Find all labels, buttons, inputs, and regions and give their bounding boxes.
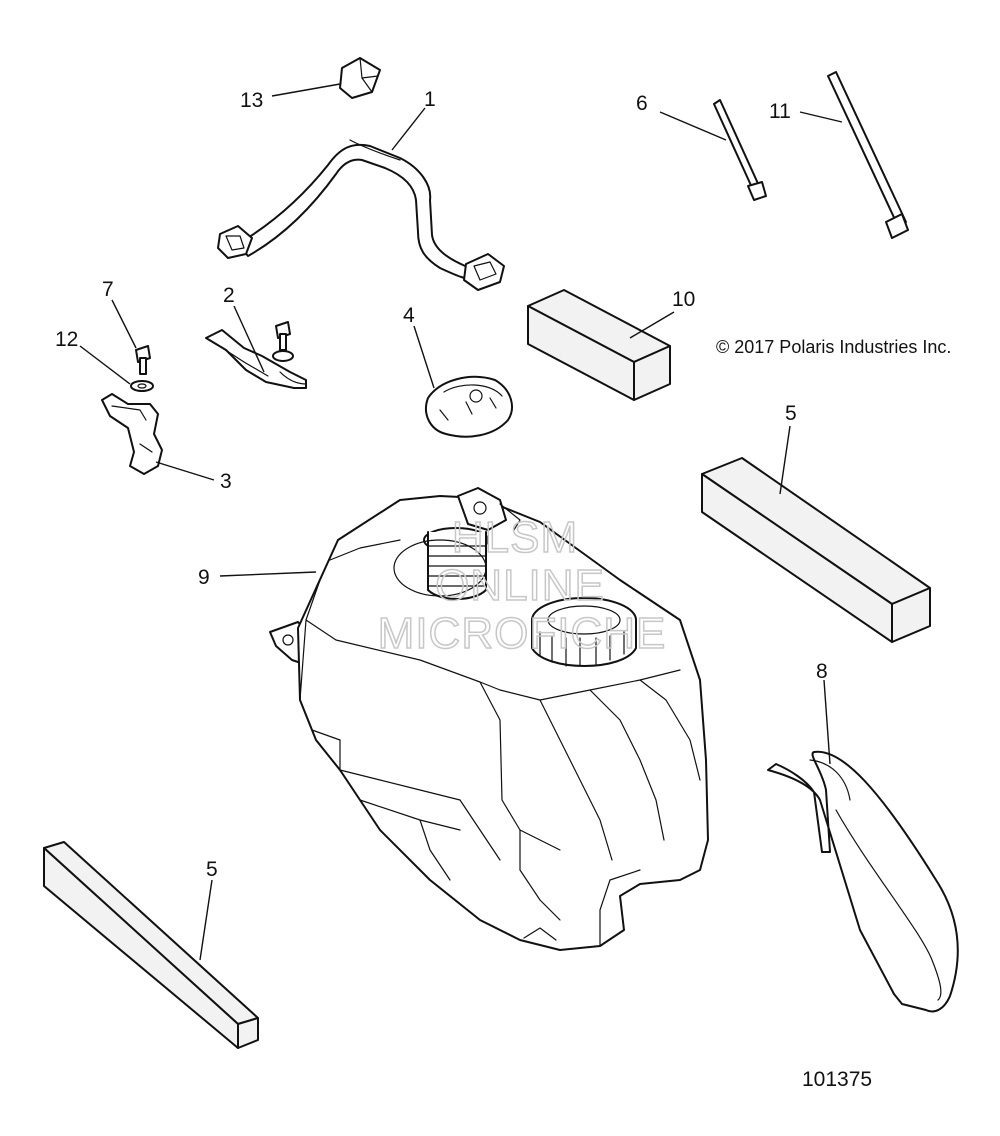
callout-11: 11 xyxy=(769,100,791,123)
part-9-fuel-tank xyxy=(269,487,709,951)
leader-5a xyxy=(779,425,791,495)
part-8-loop-hose xyxy=(767,750,959,1013)
part-4-fuel-cap xyxy=(425,375,513,438)
part-13-clip xyxy=(339,57,381,99)
leader-3 xyxy=(155,461,215,481)
part-11-strap xyxy=(827,71,909,239)
callout-2: 2 xyxy=(223,284,235,307)
leader-5b xyxy=(199,879,213,961)
leader-10 xyxy=(629,311,675,339)
part-10-foam-block xyxy=(527,289,671,401)
watermark: HLSM ONLINE MICROFICHE xyxy=(377,512,667,659)
callout-5-upper: 5 xyxy=(785,402,797,425)
callout-3: 3 xyxy=(220,470,232,493)
callout-9: 9 xyxy=(198,566,210,589)
watermark-line-3: MICROFICHE xyxy=(378,609,667,658)
leader-lines xyxy=(79,83,843,961)
part-5-foam-block-lower xyxy=(43,841,259,1049)
watermark-line-1: HLSM xyxy=(452,513,578,562)
leader-1 xyxy=(391,107,426,151)
leader-9 xyxy=(219,571,317,577)
leader-12 xyxy=(79,345,131,385)
callout-1: 1 xyxy=(424,88,436,111)
part-2-bracket xyxy=(205,329,307,389)
part-3-bracket xyxy=(101,393,163,475)
watermark-line-2: ONLINE xyxy=(435,561,605,610)
callout-4: 4 xyxy=(403,304,415,327)
callout-6: 6 xyxy=(636,92,648,115)
part-12-washer xyxy=(130,380,154,392)
leader-11 xyxy=(799,111,843,123)
part-5-foam-block-upper xyxy=(701,457,931,643)
leader-4 xyxy=(413,325,435,389)
bolt-near-part-2 xyxy=(272,321,294,362)
leader-13 xyxy=(271,83,341,97)
part-7-bolt xyxy=(135,345,151,375)
leader-6 xyxy=(659,111,727,141)
drawing-number: 101375 xyxy=(802,1068,872,1091)
leader-2 xyxy=(233,305,265,373)
leader-8 xyxy=(823,679,831,765)
callout-10: 10 xyxy=(672,288,695,311)
callout-8: 8 xyxy=(816,660,828,683)
callout-12: 12 xyxy=(55,328,78,351)
callouts: 13 1 6 11 7 2 12 4 10 3 5 9 8 5 xyxy=(55,88,828,881)
part-6-strap xyxy=(713,99,767,201)
callout-7: 7 xyxy=(102,278,114,301)
copyright-notice: © 2017 Polaris Industries Inc. xyxy=(716,337,951,357)
leader-7 xyxy=(111,299,137,349)
callout-5-lower: 5 xyxy=(206,858,218,881)
callout-13: 13 xyxy=(240,89,263,112)
part-1-hose xyxy=(217,139,505,291)
